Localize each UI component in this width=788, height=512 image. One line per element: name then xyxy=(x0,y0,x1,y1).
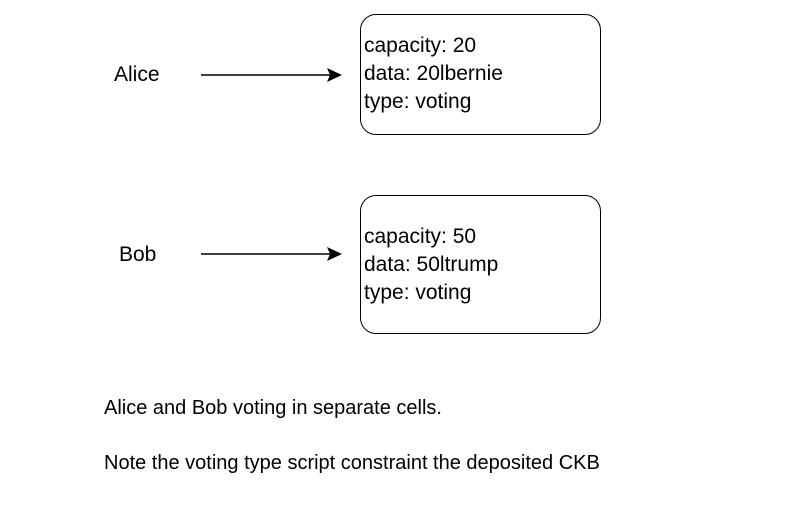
owner-label-bob: Bob xyxy=(119,243,157,266)
cell-data-bob: data: 50ltrump xyxy=(364,253,499,276)
arrow-bob-to-cell xyxy=(201,247,342,261)
cell-box-bob: capacity: 50 data: 50ltrump type: voting xyxy=(360,195,601,334)
owner-label-alice: Alice xyxy=(114,63,160,86)
caption-line-2: Note the voting type script constraint t… xyxy=(104,452,600,474)
arrow-alice-to-cell xyxy=(201,68,342,82)
caption-line-1: Alice and Bob voting in separate cells. xyxy=(104,397,442,419)
cell-data-alice: data: 20lbernie xyxy=(364,62,503,85)
cell-type-alice: type: voting xyxy=(364,90,472,113)
cell-box-alice: capacity: 20 data: 20lbernie type: votin… xyxy=(360,14,601,135)
cell-capacity-alice: capacity: 20 xyxy=(364,34,477,57)
cell-capacity-bob: capacity: 50 xyxy=(364,225,477,248)
cell-type-bob: type: voting xyxy=(364,281,472,304)
